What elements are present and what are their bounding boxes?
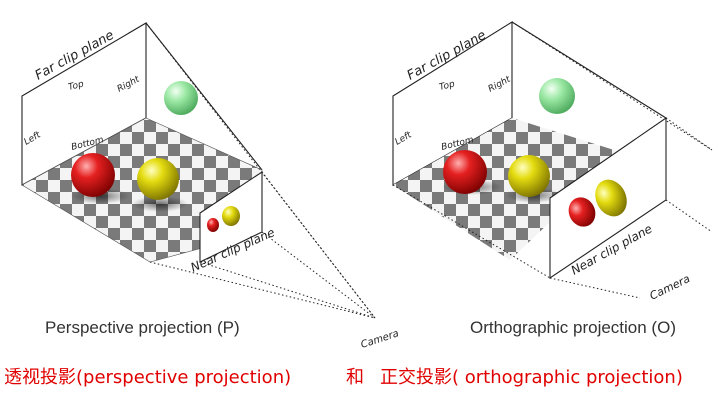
yellow-sphere (508, 155, 550, 197)
red-sphere (443, 150, 487, 194)
near-plane-yellow-projection (222, 206, 240, 226)
perspective-left-label: Left (23, 130, 43, 148)
orthographic-left-label: Left (394, 130, 414, 148)
camera-label: Camera (360, 328, 401, 351)
camera-ray (199, 261, 376, 319)
orthographic-far-clip-label: Far clip plane (405, 28, 489, 84)
perspective-frustum: Far clip plane Top Right Left Bottom Nea… (21, 22, 401, 351)
footer-orthographic-text: 正交投影( orthographic projection) (380, 367, 683, 388)
footer-caption: 透视投影(perspective projection) 和 正交投影( ort… (0, 363, 728, 393)
orthographic-top-edge (511, 21, 667, 119)
footer-perspective-text: 透视投影(perspective projection) (4, 367, 292, 388)
orthographic-floor (393, 118, 630, 260)
camera-ray (261, 171, 376, 319)
orthographic-box: Far clip plane Top Right Left Bottom Nea… (392, 21, 713, 303)
near-plane-yellow-projection (595, 179, 627, 217)
green-sphere (539, 78, 575, 114)
orthographic-top-label: Top (438, 79, 456, 93)
near-plane-red-projection (568, 197, 596, 227)
perspective-top-label: Top (67, 79, 85, 93)
yellow-sphere-shadow (132, 196, 188, 212)
orthographic-caption: Orthographic projection (O) (470, 318, 676, 337)
perspective-top-edge (145, 22, 263, 171)
perspective-far-clip-label: Far clip plane (33, 28, 117, 84)
orthographic-ray (549, 277, 641, 299)
near-plane-red-projection (207, 218, 219, 232)
footer-and-text: 和 (346, 367, 364, 388)
orthographic-right-label: Right (487, 74, 513, 94)
perspective-right-label: Right (116, 74, 142, 94)
red-sphere (71, 153, 115, 197)
yellow-sphere (137, 158, 179, 200)
camera-ray (149, 261, 376, 319)
orthographic-ray (392, 184, 551, 279)
orthographic-ray (665, 117, 713, 151)
green-sphere (164, 81, 198, 115)
orthographic-ray (665, 199, 713, 233)
perspective-caption: Perspective projection (P) (45, 318, 240, 337)
orthographic-camera-label: Camera (648, 272, 693, 303)
